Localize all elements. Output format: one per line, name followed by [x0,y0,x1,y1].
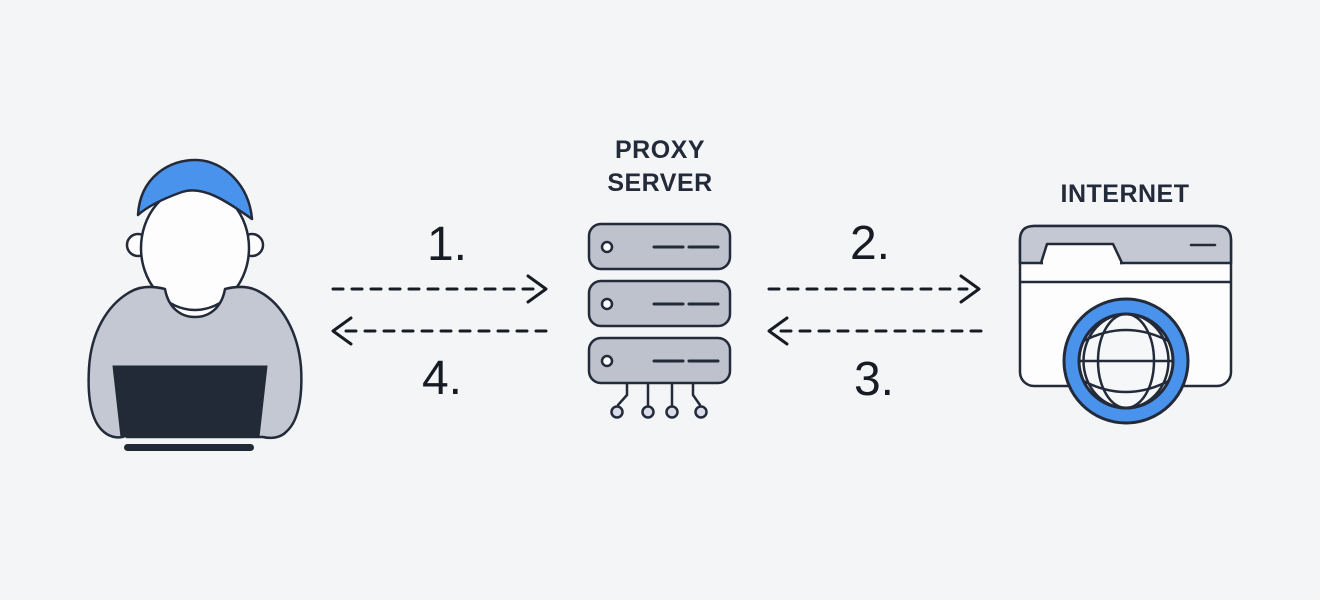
browser-tab [1039,242,1124,265]
internet-icon [1018,224,1233,425]
proxy-label-line1: PROXY [614,136,706,164]
proxy-server-icon [587,222,732,419]
server-unit-1 [587,222,732,271]
server-unit-2 [587,279,732,328]
user-icon [87,158,303,451]
laptop-base [124,444,254,451]
step-number-2: 2. [849,216,891,270]
internet-label: INTERNET [1060,180,1190,208]
step-number-1: 1. [426,217,468,271]
server-connectors [610,381,708,419]
proxy-server-label: PROXY SERVER [560,134,760,200]
arrow-step-3 [767,316,983,346]
step-number-4: 4. [421,351,463,405]
person-hair [136,158,254,221]
arrow-step-4 [331,316,548,346]
laptop-screen [112,365,268,438]
step-number-3: 3. [853,352,895,406]
proxy-label-line2: SERVER [607,169,713,197]
arrow-step-2 [767,274,981,304]
arrow-step-1 [331,274,548,304]
globe-icon [1062,297,1190,425]
server-unit-3 [587,336,732,385]
